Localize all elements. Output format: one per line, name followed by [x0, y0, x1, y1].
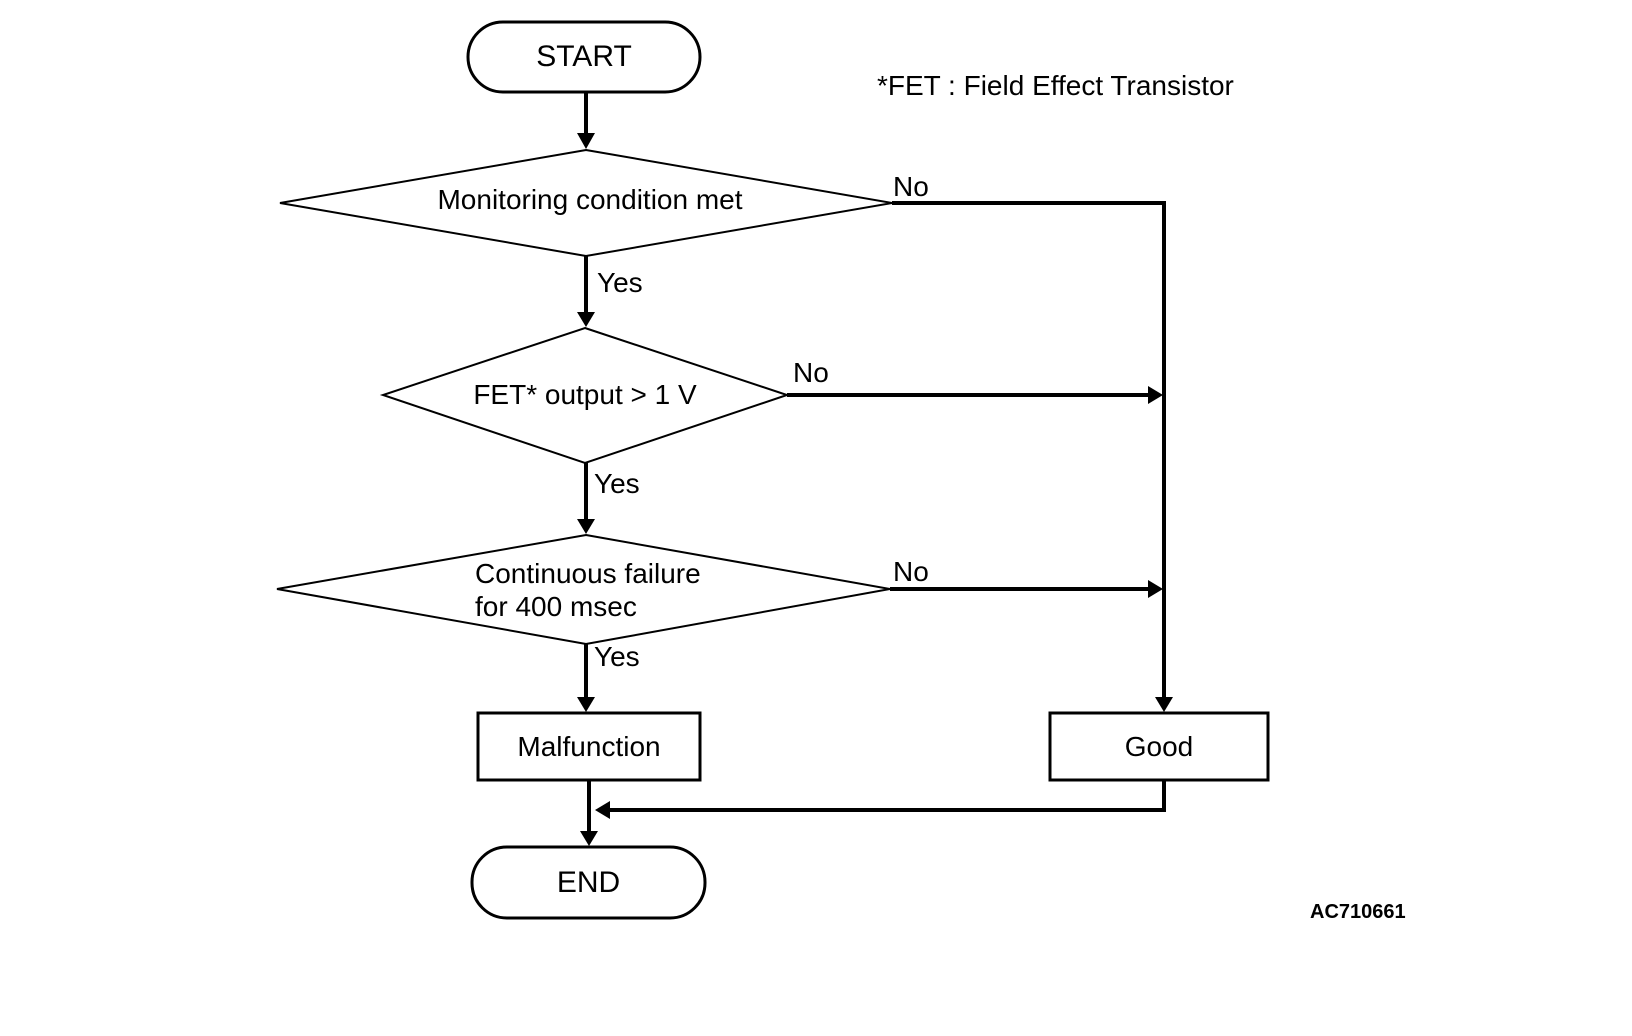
node-shapes: [276, 20, 1270, 920]
connectors: [584, 92, 1166, 832]
decision3-label: Continuous failure for 400 msec: [475, 557, 701, 623]
decision3-label-line1: Continuous failure: [475, 558, 701, 589]
arrowhead-into-decision2: [577, 312, 595, 327]
fet-annotation: *FET : Field Effect Transistor: [877, 70, 1234, 101]
arrowhead-decision2-no: [1148, 386, 1163, 404]
decision1-yes-label: Yes: [597, 267, 643, 298]
arrowheads: [577, 133, 1173, 846]
line-good-to-join: [610, 780, 1166, 812]
arrowhead-into-end: [580, 831, 598, 846]
line-decision1-no-to-good: [892, 201, 1166, 698]
start-terminator-shape: [466, 20, 702, 94]
decision1-no-label: No: [893, 171, 929, 202]
decision3-label-line2: for 400 msec: [475, 591, 637, 622]
decision2-yes-label: Yes: [594, 468, 640, 499]
decision3-no-label: No: [893, 556, 929, 587]
arrowhead-into-decision1: [577, 133, 595, 149]
arrowhead-decision3-no: [1148, 580, 1163, 598]
decision3-yes-label: Yes: [594, 641, 640, 672]
end-node-label: END: [556, 865, 621, 899]
arrowhead-into-good: [1155, 697, 1173, 712]
decision3-shape: [276, 533, 891, 646]
decision2-no-label: No: [793, 357, 829, 388]
good-process-shape: [1048, 711, 1270, 782]
end-terminator-shape: [470, 845, 707, 920]
arrowhead-join-into-spine: [595, 801, 610, 819]
arrowhead-into-malfunction: [577, 697, 595, 712]
start-node-label: START: [536, 40, 632, 73]
malfunction-process-shape: [476, 711, 702, 782]
arrowhead-into-decision3: [577, 519, 595, 534]
figure-code: AC710661: [1310, 901, 1406, 923]
malfunction-node-label: Malfunction: [517, 730, 661, 762]
decision2-label: FET* output > 1 V: [473, 379, 697, 410]
good-node-label: Good: [1124, 730, 1194, 762]
decision1-label: Monitoring condition met: [437, 184, 743, 215]
decision2-shape: [379, 326, 791, 465]
decision1-shape: [279, 148, 893, 258]
